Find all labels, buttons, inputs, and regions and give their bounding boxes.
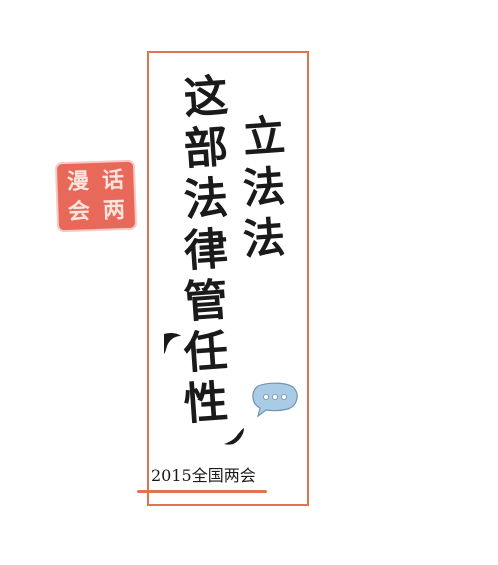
speech-bubble-icon	[252, 382, 298, 418]
headline-main-column: 这 部 法 律 管 任 性	[178, 70, 234, 431]
subheadline-char: 法	[241, 212, 287, 265]
subheadline-char: 立	[241, 110, 287, 163]
red-seal-stamp: 漫 话 会 两	[56, 161, 136, 231]
quote-mark-open-icon	[164, 332, 181, 354]
quote-mark-close-icon	[224, 428, 244, 445]
headline-char: 这	[182, 70, 230, 125]
poster-frame	[147, 51, 309, 506]
headline-char: 性	[182, 376, 230, 431]
footer-underline	[137, 490, 267, 493]
subheadline-char: 法	[241, 161, 287, 214]
headline-char: 部	[182, 121, 230, 176]
seal-char: 会	[67, 198, 91, 225]
footer-event-label: 2015全国两会	[151, 466, 256, 485]
headline-char: 任	[182, 325, 230, 380]
headline-char: 法	[182, 172, 230, 227]
headline-sub-column: 立 法 法	[238, 110, 290, 265]
headline-char: 律	[182, 223, 230, 278]
seal-char: 话	[101, 167, 125, 194]
seal-char: 漫	[66, 168, 90, 195]
seal-char: 两	[102, 197, 126, 224]
headline-char: 管	[182, 274, 230, 329]
